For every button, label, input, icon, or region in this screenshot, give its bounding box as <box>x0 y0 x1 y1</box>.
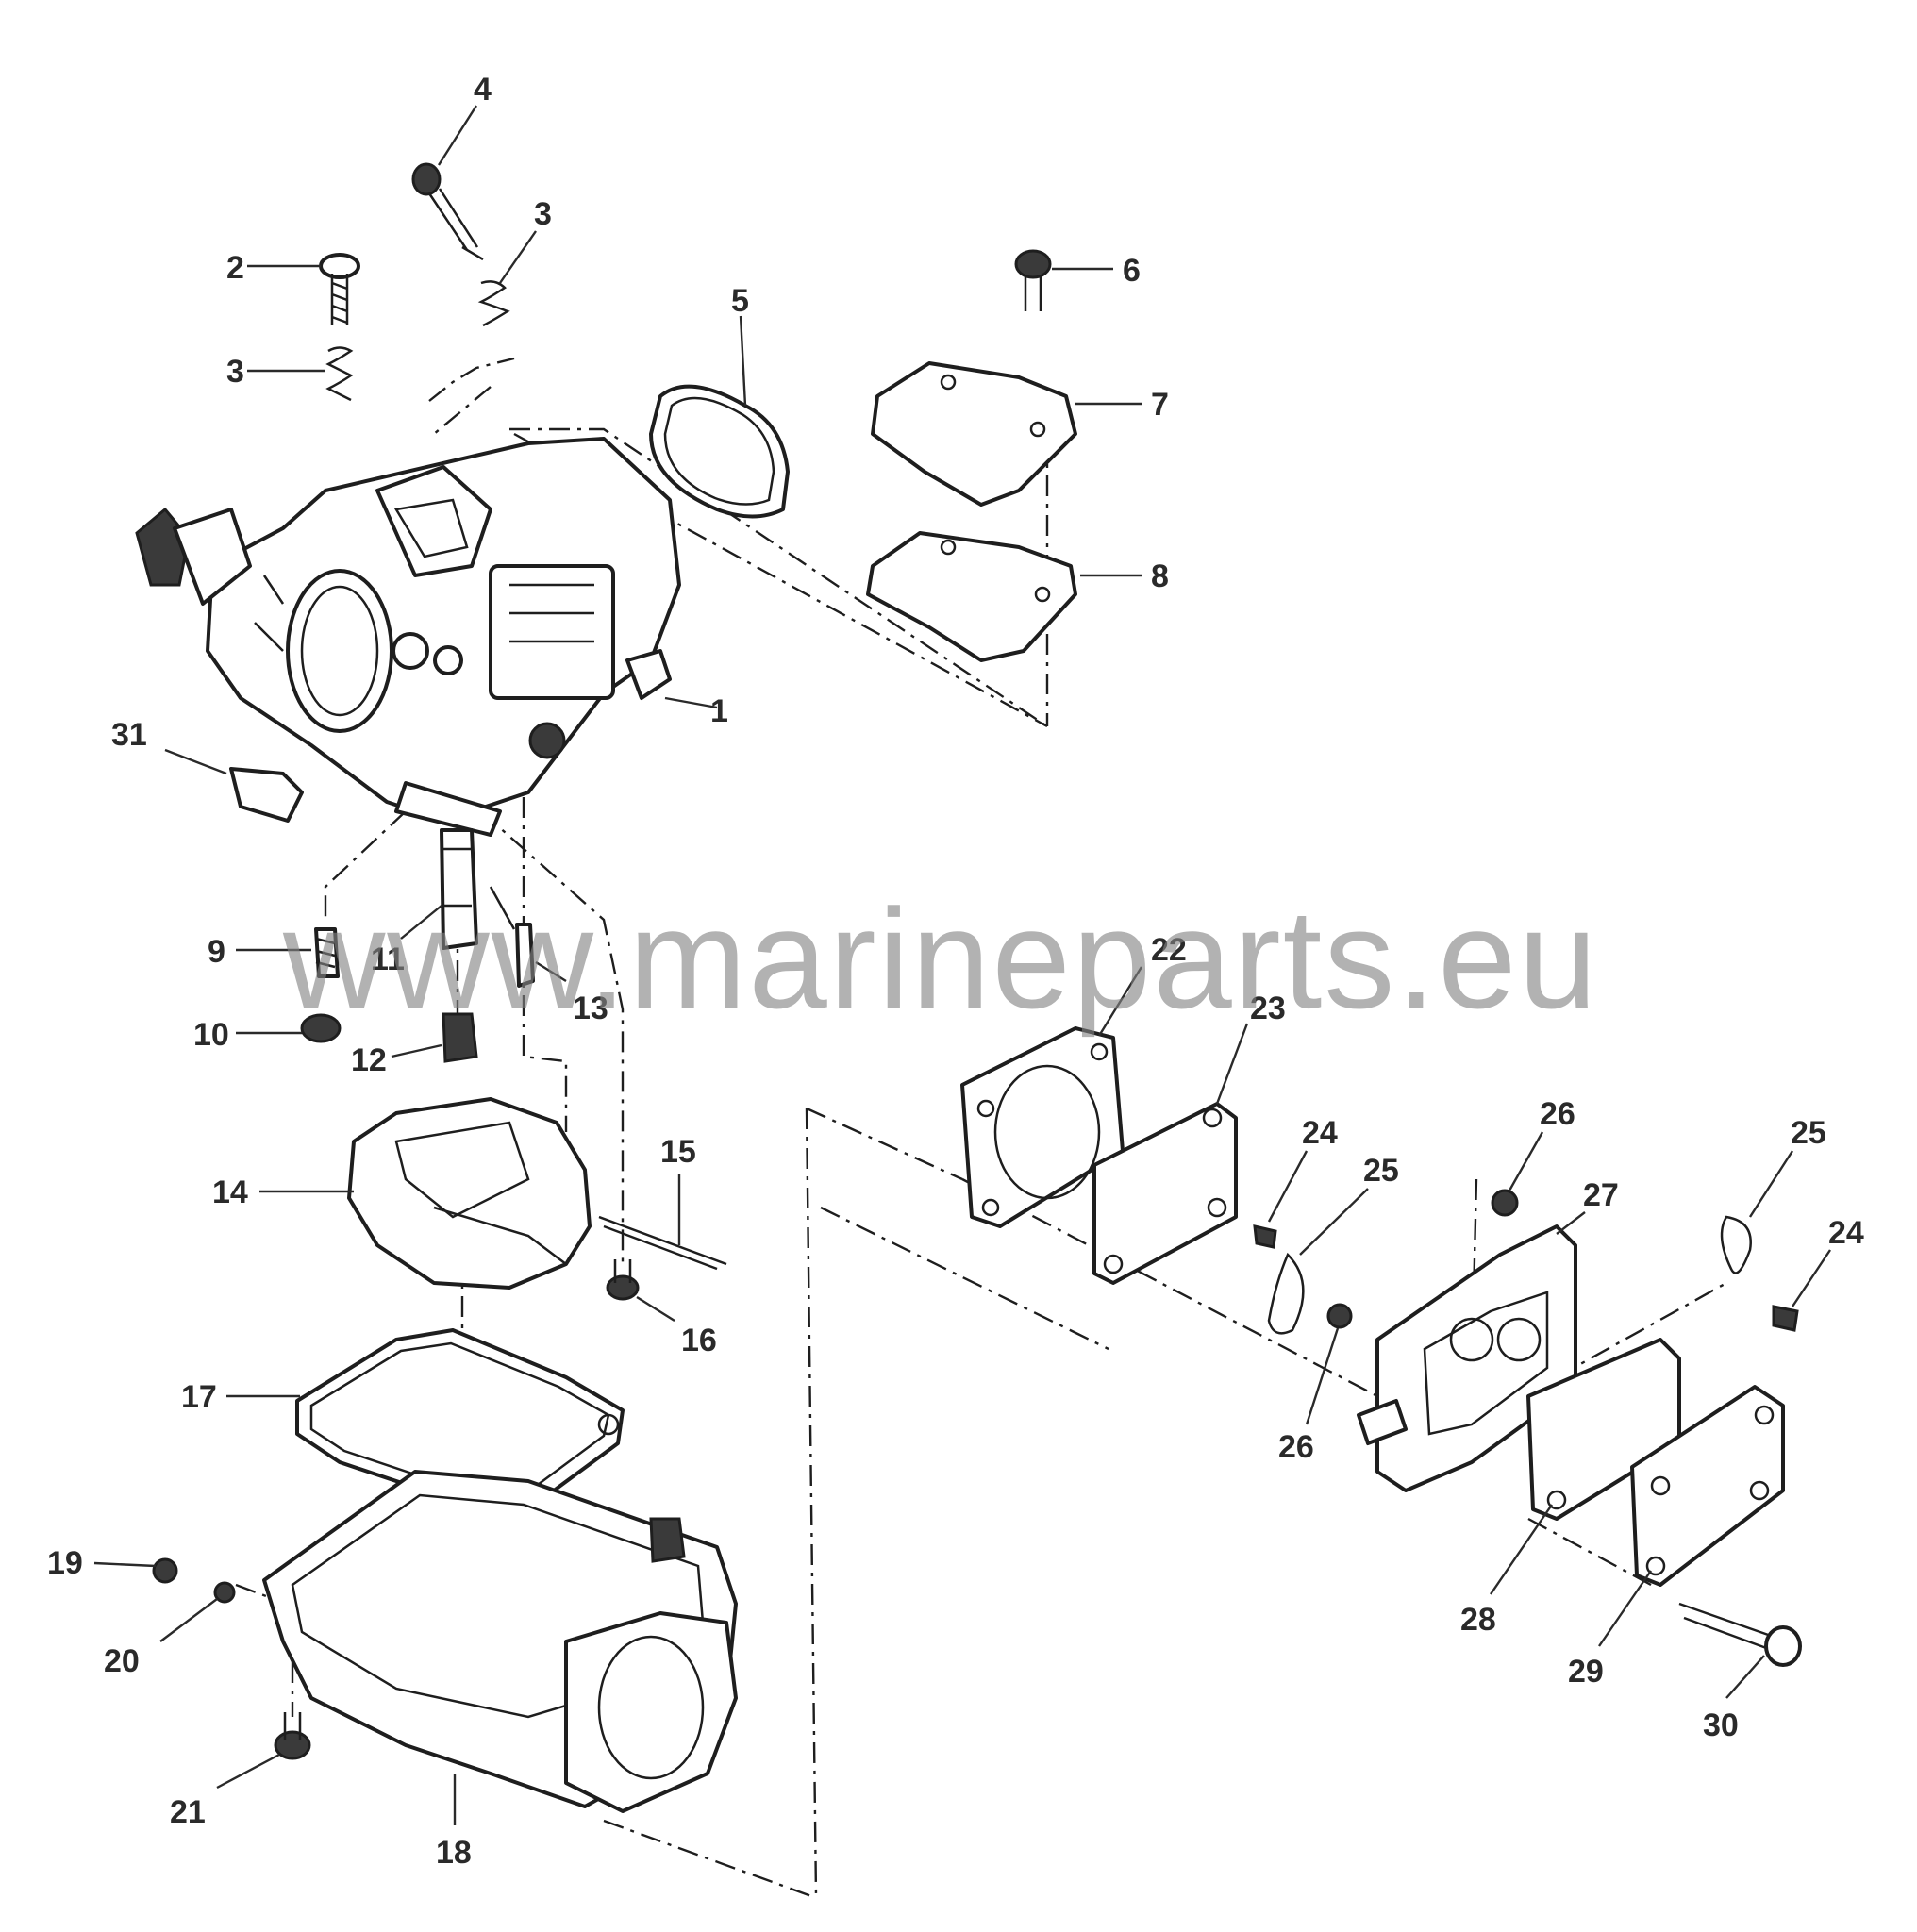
svg-text:17: 17 <box>181 1379 217 1415</box>
svg-text:19: 19 <box>47 1545 83 1581</box>
svg-text:3: 3 <box>226 354 244 390</box>
callout-27: 27 <box>1556 1177 1619 1235</box>
svg-text:21: 21 <box>170 1794 206 1830</box>
callout-22: 22 <box>1097 932 1187 1037</box>
callout-3-left: 3 <box>226 354 325 390</box>
svg-text:28: 28 <box>1460 1602 1496 1638</box>
callout-12: 12 <box>351 1042 442 1078</box>
svg-text:30: 30 <box>1703 1707 1739 1743</box>
callout-16: 16 <box>636 1295 717 1358</box>
callout-6: 6 <box>1052 253 1141 289</box>
svg-text:18: 18 <box>436 1835 472 1871</box>
svg-text:27: 27 <box>1583 1177 1619 1213</box>
callout-1: 1 <box>664 693 728 729</box>
svg-text:13: 13 <box>573 991 608 1026</box>
carburetor-body <box>135 437 681 837</box>
callout-23: 23 <box>1215 991 1286 1105</box>
svg-text:10: 10 <box>193 1017 229 1053</box>
callout-25-right: 25 <box>1748 1115 1826 1218</box>
callouts: 1 2 3 3 4 5 6 7 <box>47 72 1864 1871</box>
callout-26-top: 26 <box>1508 1096 1575 1191</box>
float-assembly <box>347 1097 727 1301</box>
callout-26-bottom: 26 <box>1278 1327 1340 1465</box>
gasket-ring <box>649 384 790 519</box>
svg-text:26: 26 <box>1278 1429 1314 1465</box>
callout-15: 15 <box>660 1134 696 1245</box>
svg-text:3: 3 <box>534 196 552 232</box>
callout-9: 9 <box>208 934 311 970</box>
callout-2: 2 <box>226 250 321 286</box>
callout-4: 4 <box>437 72 492 166</box>
svg-text:24: 24 <box>1302 1115 1338 1151</box>
svg-text:20: 20 <box>104 1643 140 1679</box>
callout-25-left: 25 <box>1299 1153 1399 1256</box>
callout-24-right: 24 <box>1792 1215 1864 1307</box>
svg-text:11: 11 <box>371 941 405 977</box>
svg-text:25: 25 <box>1363 1153 1399 1189</box>
svg-text:16: 16 <box>681 1323 717 1358</box>
callout-3-right: 3 <box>499 196 552 284</box>
float-bowl <box>152 1470 738 1813</box>
svg-text:5: 5 <box>731 283 749 319</box>
fuel-pump <box>960 1026 1802 1667</box>
svg-text:4: 4 <box>474 72 492 108</box>
callout-7: 7 <box>1075 387 1169 423</box>
svg-text:23: 23 <box>1250 991 1286 1026</box>
callout-30: 30 <box>1703 1655 1765 1743</box>
callout-14: 14 <box>212 1174 354 1210</box>
callout-8: 8 <box>1080 558 1169 594</box>
svg-text:6: 6 <box>1123 253 1141 289</box>
svg-text:26: 26 <box>1540 1096 1575 1132</box>
svg-text:14: 14 <box>212 1174 248 1210</box>
callout-29: 29 <box>1568 1570 1652 1690</box>
svg-text:25: 25 <box>1791 1115 1826 1151</box>
svg-text:22: 22 <box>1151 932 1187 968</box>
callout-24-left: 24 <box>1267 1115 1338 1223</box>
callout-20: 20 <box>104 1598 218 1679</box>
callout-11: 11 <box>371 905 442 977</box>
cover-plates <box>866 361 1077 662</box>
callout-28: 28 <box>1460 1504 1553 1638</box>
callout-10: 10 <box>193 1017 302 1053</box>
callout-31: 31 <box>111 717 227 775</box>
svg-text:9: 9 <box>208 934 225 970</box>
jets <box>300 828 535 1063</box>
part-31 <box>229 767 304 823</box>
svg-text:31: 31 <box>111 717 147 753</box>
callout-5: 5 <box>731 283 749 407</box>
svg-text:29: 29 <box>1568 1654 1604 1690</box>
callout-19: 19 <box>47 1545 157 1581</box>
bowl-gasket <box>295 1328 625 1511</box>
svg-text:12: 12 <box>351 1042 387 1078</box>
svg-text:8: 8 <box>1151 558 1169 594</box>
svg-text:24: 24 <box>1828 1215 1864 1251</box>
callout-18: 18 <box>436 1774 472 1871</box>
callout-21: 21 <box>170 1753 280 1830</box>
svg-text:7: 7 <box>1151 387 1169 423</box>
callout-17: 17 <box>181 1379 300 1415</box>
svg-text:2: 2 <box>226 250 244 286</box>
svg-text:15: 15 <box>660 1134 696 1170</box>
svg-text:1: 1 <box>710 693 728 729</box>
callout-13: 13 <box>535 960 608 1026</box>
